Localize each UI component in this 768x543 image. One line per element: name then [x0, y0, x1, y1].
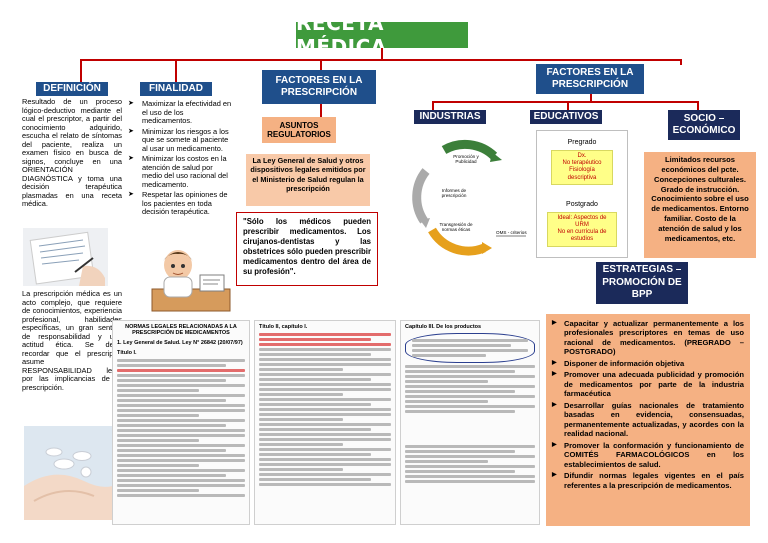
- estrategias-header: ESTRATEGIAS – PROMOCIÓN DE BPP: [596, 262, 688, 304]
- pregrado-box: Dx. No terapéutico Fisiología descriptiv…: [551, 150, 613, 185]
- definicion-text-2: La prescripción médica es un acto comple…: [22, 290, 122, 420]
- connector-right-stem: [590, 93, 592, 102]
- cycle-label-promocion: Promoción y Publicidad: [448, 154, 484, 165]
- page-title: RECETA MÉDICA: [296, 22, 468, 48]
- asuntos-regulatorios-label: ASUNTOS REGULATORIOS: [266, 121, 332, 139]
- socio-header: SOCIO – ECONÓMICO: [668, 110, 740, 140]
- factores-right-header: FACTORES EN LA PRESCRIPCIÓN: [536, 64, 644, 94]
- pregrado-item: Fisiología descriptiva: [554, 167, 610, 181]
- finalidad-header: FINALIDAD: [140, 82, 212, 96]
- estrategias-list: Capacitar y actualizar permanentemente a…: [552, 319, 744, 490]
- estrategia-item: Promover la conformación y funcionamient…: [552, 441, 744, 469]
- postgrado-box: Ideal: Aspectos de URM No en currícula d…: [547, 212, 617, 247]
- pregrado-item: No terapéutico: [554, 160, 610, 167]
- socio-text: Limitados recursos económicos del pcte. …: [644, 152, 756, 258]
- finalidad-item: Minimizar los riesgos a los que se somet…: [128, 128, 233, 154]
- doc3-title: Capítulo III. De los productos: [401, 321, 539, 331]
- estrategia-item: Difundir normas legales vigentes en el p…: [552, 471, 744, 490]
- connector-definicion: [80, 59, 82, 83]
- industrias-header: INDUSTRIAS: [414, 110, 486, 124]
- connector-factores-right: [680, 59, 682, 65]
- document-titulo-ii: Título II, capítulo I.: [254, 320, 396, 525]
- connector-finalidad: [175, 59, 177, 83]
- finalidad-item: Maximizar la efectividad en el uso de lo…: [128, 100, 233, 126]
- finalidad-list: Maximizar la efectividad en el uso de lo…: [128, 100, 233, 219]
- postgrado-item: No en currícula de estudios: [550, 229, 614, 243]
- industrias-cycle-diagram: Promoción y Publicidad Informes de presc…: [404, 126, 532, 264]
- connector-educativos: [567, 101, 569, 110]
- photo-writing-prescription: [23, 228, 108, 286]
- estrategia-item: Promover una adecuada publicidad y promo…: [552, 370, 744, 398]
- estrategia-item: Capacitar y actualizar permanentemente a…: [552, 319, 744, 357]
- factores-left-header: FACTORES EN LA PRESCRIPCIÓN: [262, 70, 376, 104]
- definicion-text: Resultado de un proceso lógico-deductivo…: [22, 98, 122, 228]
- doc1-title: NORMAS LEGALES RELACIONADAS A LA PRESCRI…: [113, 321, 249, 337]
- law-text: La Ley General de Salud y otros disposit…: [246, 154, 370, 206]
- cycle-label-oms: OMS - criterios: [496, 230, 532, 235]
- estrategias-box: Capacitar y actualizar permanentemente a…: [546, 314, 750, 526]
- cycle-label-transgresion: Transgresión de normas éticas: [434, 222, 478, 233]
- doc2-title: Título II, capítulo I.: [255, 321, 395, 331]
- doc1-subtitle: 1. Ley General de Salud. Ley N° 26842 (2…: [113, 337, 249, 347]
- asuntos-regulatorios-header: ASUNTOS REGULATORIOS: [262, 117, 336, 143]
- definicion-header: DEFINICIÓN: [36, 82, 108, 96]
- estrategia-item: Desarrollar guías nacionales de tratamie…: [552, 401, 744, 439]
- cycle-label-informes: Informes de prescripción: [436, 188, 472, 199]
- educativos-header: EDUCATIVOS: [530, 110, 602, 124]
- connector-asuntos: [320, 104, 322, 118]
- connector-title-down: [381, 48, 383, 60]
- connector-main-horizontal: [80, 59, 680, 61]
- document-capitulo-iii: Capítulo III. De los productos: [400, 320, 540, 525]
- finalidad-item: Minimizar los costos en la atención de s…: [128, 155, 233, 189]
- connector-industrias: [432, 101, 434, 110]
- photo-pills-hand: [24, 426, 118, 520]
- postgrado-item: Ideal: Aspectos de URM: [550, 215, 614, 229]
- postgrado-label: Postgrado: [537, 201, 627, 208]
- quote-box: "Sólo los médicos pueden prescribir medi…: [236, 212, 378, 286]
- estrategia-item: Disponer de información objetiva: [552, 359, 744, 368]
- pregrado-item: Dx.: [554, 153, 610, 160]
- doc1-titulo: Título I.: [113, 347, 249, 357]
- finalidad-item: Respetar las opiniones de los pacientes …: [128, 191, 233, 217]
- document-ley-general-salud: NORMAS LEGALES RELACIONADAS A LA PRESCRI…: [112, 320, 250, 525]
- educativos-diagram: Pregrado Dx. No terapéutico Fisiología d…: [536, 130, 628, 258]
- pregrado-label: Pregrado: [537, 139, 627, 146]
- connector-right-horizontal: [432, 101, 697, 103]
- doctor-illustration: [148, 245, 234, 317]
- connector-socio: [697, 101, 699, 110]
